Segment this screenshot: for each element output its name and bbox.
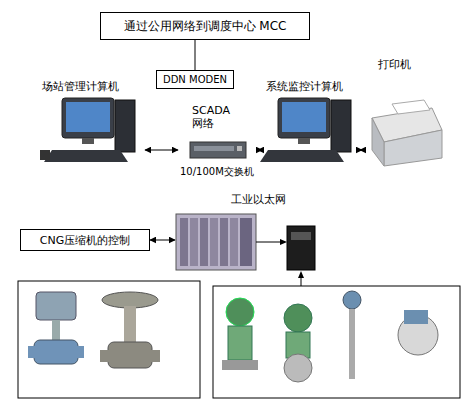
computer-left (40, 98, 135, 162)
node-text: 打印机 (378, 58, 411, 71)
network-label: SCADA 网络 (192, 104, 232, 130)
connector (150, 240, 175, 241)
switch-node: 10/100M交换机 (178, 138, 258, 182)
plc-node: 工业以太网 (175, 193, 257, 270)
node-text: 工业以太网 (231, 193, 286, 206)
computer-right (260, 98, 351, 162)
node-text: 10/100M交换机 (180, 165, 254, 178)
node-text: CNG压缩机的控制 (40, 234, 130, 247)
node-text: 通过公用网络到调度中心 MCC (124, 20, 287, 33)
arrow-head (298, 271, 304, 278)
wire (256, 242, 282, 243)
station-computer: 场站管理计算机 (30, 80, 145, 166)
monitor-computer: 系统监控计算机 (262, 80, 360, 166)
compressor-control-box: CNG压缩机的控制 (20, 229, 150, 251)
printer (372, 100, 442, 166)
valve-panel (18, 281, 200, 398)
destination-box: 通过公用网络到调度中心 MCC (100, 12, 310, 40)
connector (195, 40, 196, 70)
node-text: 系统监控计算机 (266, 80, 343, 93)
network-switch (190, 142, 246, 158)
instrument-panel (213, 286, 460, 398)
arrow-head (280, 239, 287, 245)
node-text: 场站管理计算机 (42, 80, 119, 93)
valve-symbols (28, 292, 160, 368)
plc-rack (176, 214, 256, 270)
io-module (287, 226, 315, 270)
connector (145, 150, 178, 151)
instrument-symbols (222, 291, 438, 382)
connector (258, 150, 262, 151)
node-text: DDN MODEN (163, 73, 227, 86)
connector (360, 150, 362, 151)
modem-box: DDN MODEN (156, 70, 234, 89)
printer-node: 打印机 (362, 56, 446, 166)
